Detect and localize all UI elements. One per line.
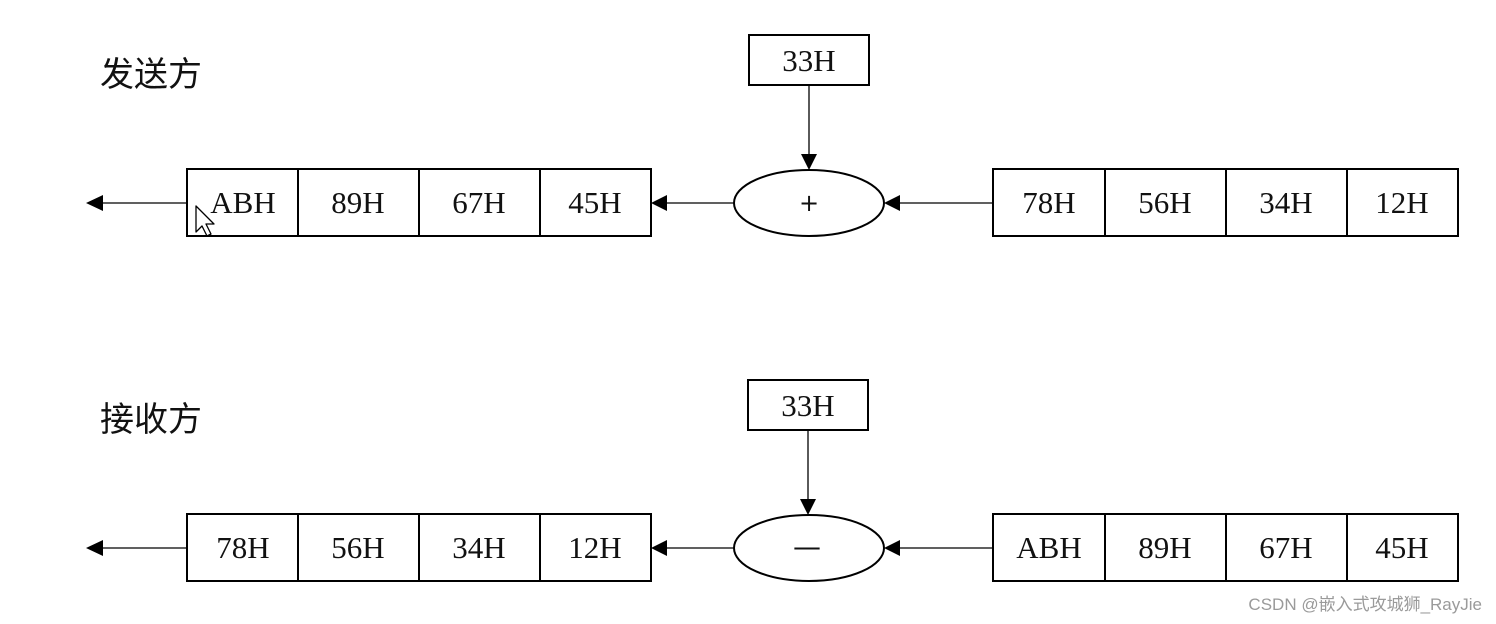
sender-left-register: ABH 89H 67H 45H — [186, 168, 652, 237]
sender-right-byte-1: 78H — [1022, 185, 1075, 220]
sender-right-register: 78H 56H 34H 12H — [992, 168, 1459, 237]
sender-title: 发送方 — [100, 55, 202, 95]
receiver-left-cell-4 — [539, 513, 652, 582]
sender-left-cell-3 — [418, 168, 541, 237]
sender-left-cell-2 — [297, 168, 420, 237]
receiver-row: 接收方 78H 56H 34H 12H — 33H — [86, 379, 1459, 582]
receiver-operator-symbol: — — [793, 530, 821, 563]
receiver-input-arrow-head — [884, 540, 900, 556]
receiver-left-byte-2: 56H — [331, 530, 384, 565]
sender-key-value: 33H — [782, 43, 835, 78]
sender-input-arrow-head — [884, 195, 900, 211]
receiver-title: 接收方 — [100, 400, 202, 440]
sender-left-byte-3: 67H — [452, 185, 505, 220]
receiver-right-cell-4 — [1346, 513, 1459, 582]
sender-left-byte-1: ABH — [210, 185, 275, 220]
watermark: CSDN @嵌入式攻城狮_RayJie — [1248, 595, 1482, 614]
receiver-right-byte-4: 45H — [1375, 530, 1428, 565]
receiver-to-register-arrow-head — [651, 540, 667, 556]
receiver-right-byte-2: 89H — [1138, 530, 1191, 565]
receiver-left-cell-3 — [418, 513, 541, 582]
sender-row: 发送方 ABH 89H 67H 45H + 33H — [86, 34, 1459, 237]
sender-right-byte-3: 34H — [1259, 185, 1312, 220]
receiver-right-byte-1: ABH — [1016, 530, 1081, 565]
receiver-right-register: ABH 89H 67H 45H — [992, 513, 1459, 582]
receiver-key-box — [747, 379, 869, 431]
sender-operator-symbol: + — [799, 189, 819, 217]
sender-right-cell-4 — [1346, 168, 1459, 237]
sender-right-cell-3 — [1225, 168, 1348, 237]
receiver-left-register: 78H 56H 34H 12H — [186, 513, 652, 582]
receiver-left-byte-4: 12H — [568, 530, 621, 565]
receiver-right-cell-1 — [992, 513, 1106, 582]
receiver-right-byte-3: 67H — [1259, 530, 1312, 565]
sender-left-byte-4: 45H — [568, 185, 621, 220]
receiver-left-cell-2 — [297, 513, 420, 582]
receiver-key-arrow-head — [800, 499, 816, 515]
sender-right-cell-1 — [992, 168, 1106, 237]
sender-output-arrow-head — [86, 195, 103, 211]
sender-right-cell-2 — [1104, 168, 1227, 237]
mouse-pointer-icon — [195, 205, 215, 237]
receiver-key-value: 33H — [781, 388, 834, 423]
sender-key-box — [748, 34, 870, 86]
sender-key-arrow-head — [801, 154, 817, 170]
receiver-left-byte-3: 34H — [452, 530, 505, 565]
receiver-output-arrow-head — [86, 540, 103, 556]
sender-to-register-arrow-head — [651, 195, 667, 211]
sender-left-byte-2: 89H — [331, 185, 384, 220]
receiver-right-cell-3 — [1225, 513, 1348, 582]
receiver-left-byte-1: 78H — [216, 530, 269, 565]
sender-left-cell-4 — [539, 168, 652, 237]
sender-right-byte-2: 56H — [1138, 185, 1191, 220]
sender-right-byte-4: 12H — [1375, 185, 1428, 220]
